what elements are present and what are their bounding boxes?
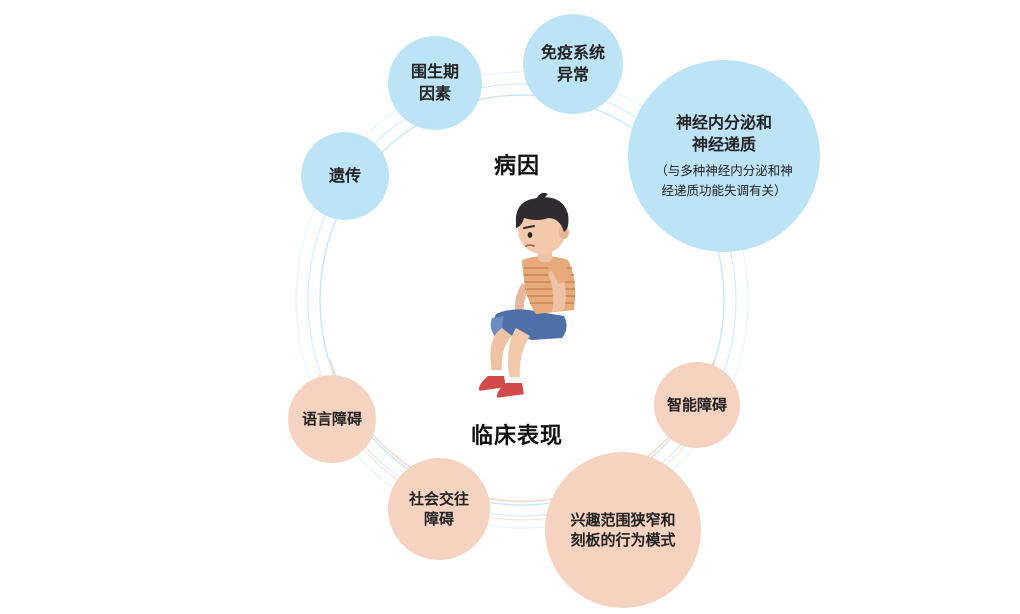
cause-neuro-note-line-2: 经递质功能失调有关） — [661, 182, 787, 198]
manifestation-social-line-1: 社会交往 — [408, 489, 469, 508]
boy-shorts — [493, 309, 567, 340]
manifestation-interests-line-1: 兴趣范围狭窄和 — [570, 510, 676, 529]
manifestation-bubble-intellectual: 智能障碍 — [654, 362, 740, 448]
boy-eye — [527, 232, 533, 238]
orbit-ring-outer — [295, 71, 749, 529]
cause-bubble-perinatal: 围生期 因素 — [388, 36, 482, 130]
sitting-boy-illustration — [478, 192, 576, 402]
cause-bubble-neuroendocrine: 神经内分泌和 神经递质 （与多种神经内分泌和神 经递质功能失调有关） — [628, 60, 820, 252]
cause-genetics-line-1: 遗传 — [328, 166, 361, 186]
boy-brow — [523, 225, 535, 229]
boy-shoe-front-sole — [496, 394, 525, 402]
cause-immune-line-2: 异常 — [556, 65, 589, 84]
boy-leg-back — [490, 328, 512, 374]
boy-sleeve — [548, 260, 572, 284]
cause-perinatal-line-2: 因素 — [418, 84, 451, 103]
boy-mouth — [525, 244, 535, 247]
boy-hair-tuft — [536, 192, 548, 202]
boy-hair — [515, 197, 569, 232]
boy-back-arm — [514, 283, 530, 318]
cause-neuro-line-2: 神经递质 — [691, 134, 756, 154]
causes-heading: 病因 — [494, 154, 541, 179]
cause-bubble-genetics: 遗传 — [301, 132, 389, 220]
manifestation-bubble-social: 社会交往 障碍 — [388, 458, 490, 560]
cause-neuro-line-1: 神经内分泌和 — [675, 113, 772, 133]
cause-neuro-note-line-1: （与多种神经内分泌和神 — [655, 163, 793, 179]
boy-shoe-front — [497, 383, 524, 399]
boy-sock-front — [508, 377, 521, 384]
cause-perinatal-line-1: 围生期 — [410, 62, 459, 82]
manifestation-interests-line-2: 刻板的行为模式 — [570, 531, 676, 549]
manifestation-social-line-2: 障碍 — [423, 510, 454, 528]
manifestation-bubble-language: 语言障碍 — [288, 375, 376, 463]
cause-immune-line-1: 免疫系统 — [540, 43, 605, 63]
orbit-ring-middle — [307, 83, 737, 517]
boy-shoe-back — [479, 376, 506, 392]
manifestation-bubble-restricted-interests: 兴趣范围狭窄和 刻板的行为模式 — [545, 452, 701, 608]
cause-neuro-note: （与多种神经内分泌和神 经递质功能失调有关） — [655, 161, 793, 200]
boy-shoe-back-sole — [478, 387, 507, 395]
manifestation-language-line-1: 语言障碍 — [301, 409, 362, 428]
boy-sock-back — [490, 370, 503, 377]
boy-leg-front — [508, 328, 530, 380]
boy-shirt — [522, 256, 576, 314]
manifestation-intellectual-line-1: 智能障碍 — [666, 395, 727, 414]
manifestations-heading: 临床表现 — [471, 424, 564, 449]
cause-bubble-immune: 免疫系统 异常 — [523, 14, 623, 114]
orbit-ring-inner — [319, 94, 725, 506]
